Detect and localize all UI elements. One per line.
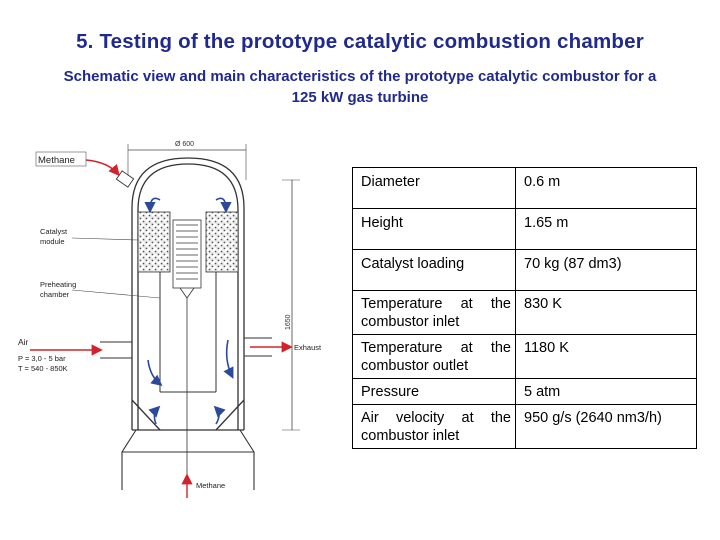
spec-value: 1180 K	[515, 334, 697, 379]
label-air: Air	[18, 337, 29, 347]
spec-value: 830 K	[515, 290, 697, 335]
support-legs	[121, 429, 255, 490]
height-dimension: 1650	[282, 179, 300, 431]
label-temperature: T = 540 - 850K	[18, 364, 68, 373]
spec-value: 950 g/s (2640 nm3/h)	[515, 404, 697, 449]
spec-name: Diameter	[352, 167, 516, 209]
slide-subtitle: Schematic view and main characteristics …	[63, 68, 657, 106]
label-exhaust: Exhaust	[294, 343, 322, 352]
flow-arrows	[144, 197, 234, 425]
methane-nozzle	[115, 170, 135, 188]
spec-value: 0.6 m	[515, 167, 697, 209]
preheating-burner	[172, 219, 202, 480]
label-methane-bottom: Methane	[196, 481, 225, 490]
label-pressure: P = 3,0 - 5 bar	[18, 354, 66, 363]
characteristics-table: Diameter 0.6 m Height 1.65 m Catalyst lo…	[352, 167, 697, 449]
label-methane-top: Methane	[38, 155, 75, 166]
spec-name: Pressure	[352, 378, 516, 405]
table-row: Pressure 5 atm	[352, 378, 697, 405]
table-row: Temperature at the combustor outlet 1180…	[352, 334, 697, 379]
spec-name: Catalyst loading	[352, 249, 516, 291]
diameter-label: Ø 600	[175, 141, 194, 148]
table-row: Height 1.65 m	[352, 208, 697, 250]
table-row: Catalyst loading 70 kg (87 dm3)	[352, 249, 697, 291]
diameter-dimension: Ø 600	[127, 141, 247, 180]
spec-name: Temperature at the combustor outlet	[352, 334, 516, 379]
table-row: Air velocity at the combustor inlet 950 …	[352, 404, 697, 449]
spec-name: Temperature at the combustor inlet	[352, 290, 516, 335]
combustor-schematic: Ø 600 1650	[18, 141, 322, 498]
table-row: Temperature at the combustor inlet 830 K	[352, 290, 697, 335]
air-inlet-pipe	[100, 341, 132, 359]
red-arrows	[30, 159, 293, 498]
spec-value: 70 kg (87 dm3)	[515, 249, 697, 291]
inner-liner	[159, 272, 217, 393]
slide-title: 5. Testing of the prototype catalytic co…	[76, 30, 644, 53]
height-label: 1650	[285, 314, 292, 330]
label-leaders	[71, 237, 161, 299]
table-row: Diameter 0.6 m	[352, 167, 697, 209]
label-preheating-1: Preheating	[40, 280, 76, 289]
spec-name: Air velocity at the combustor inlet	[352, 404, 516, 449]
label-catalyst-2: module	[40, 237, 65, 246]
spec-value: 1.65 m	[515, 208, 697, 250]
exhaust-pipe	[244, 337, 272, 357]
spec-value: 5 atm	[515, 378, 697, 405]
label-catalyst-1: Catalyst	[40, 227, 68, 236]
catalyst-module-left	[137, 211, 171, 273]
spec-name: Height	[352, 208, 516, 250]
methane-top-box	[35, 151, 87, 167]
label-preheating-2: chamber	[40, 290, 70, 299]
vessel-shell	[131, 157, 245, 431]
catalyst-module-right	[205, 211, 239, 273]
